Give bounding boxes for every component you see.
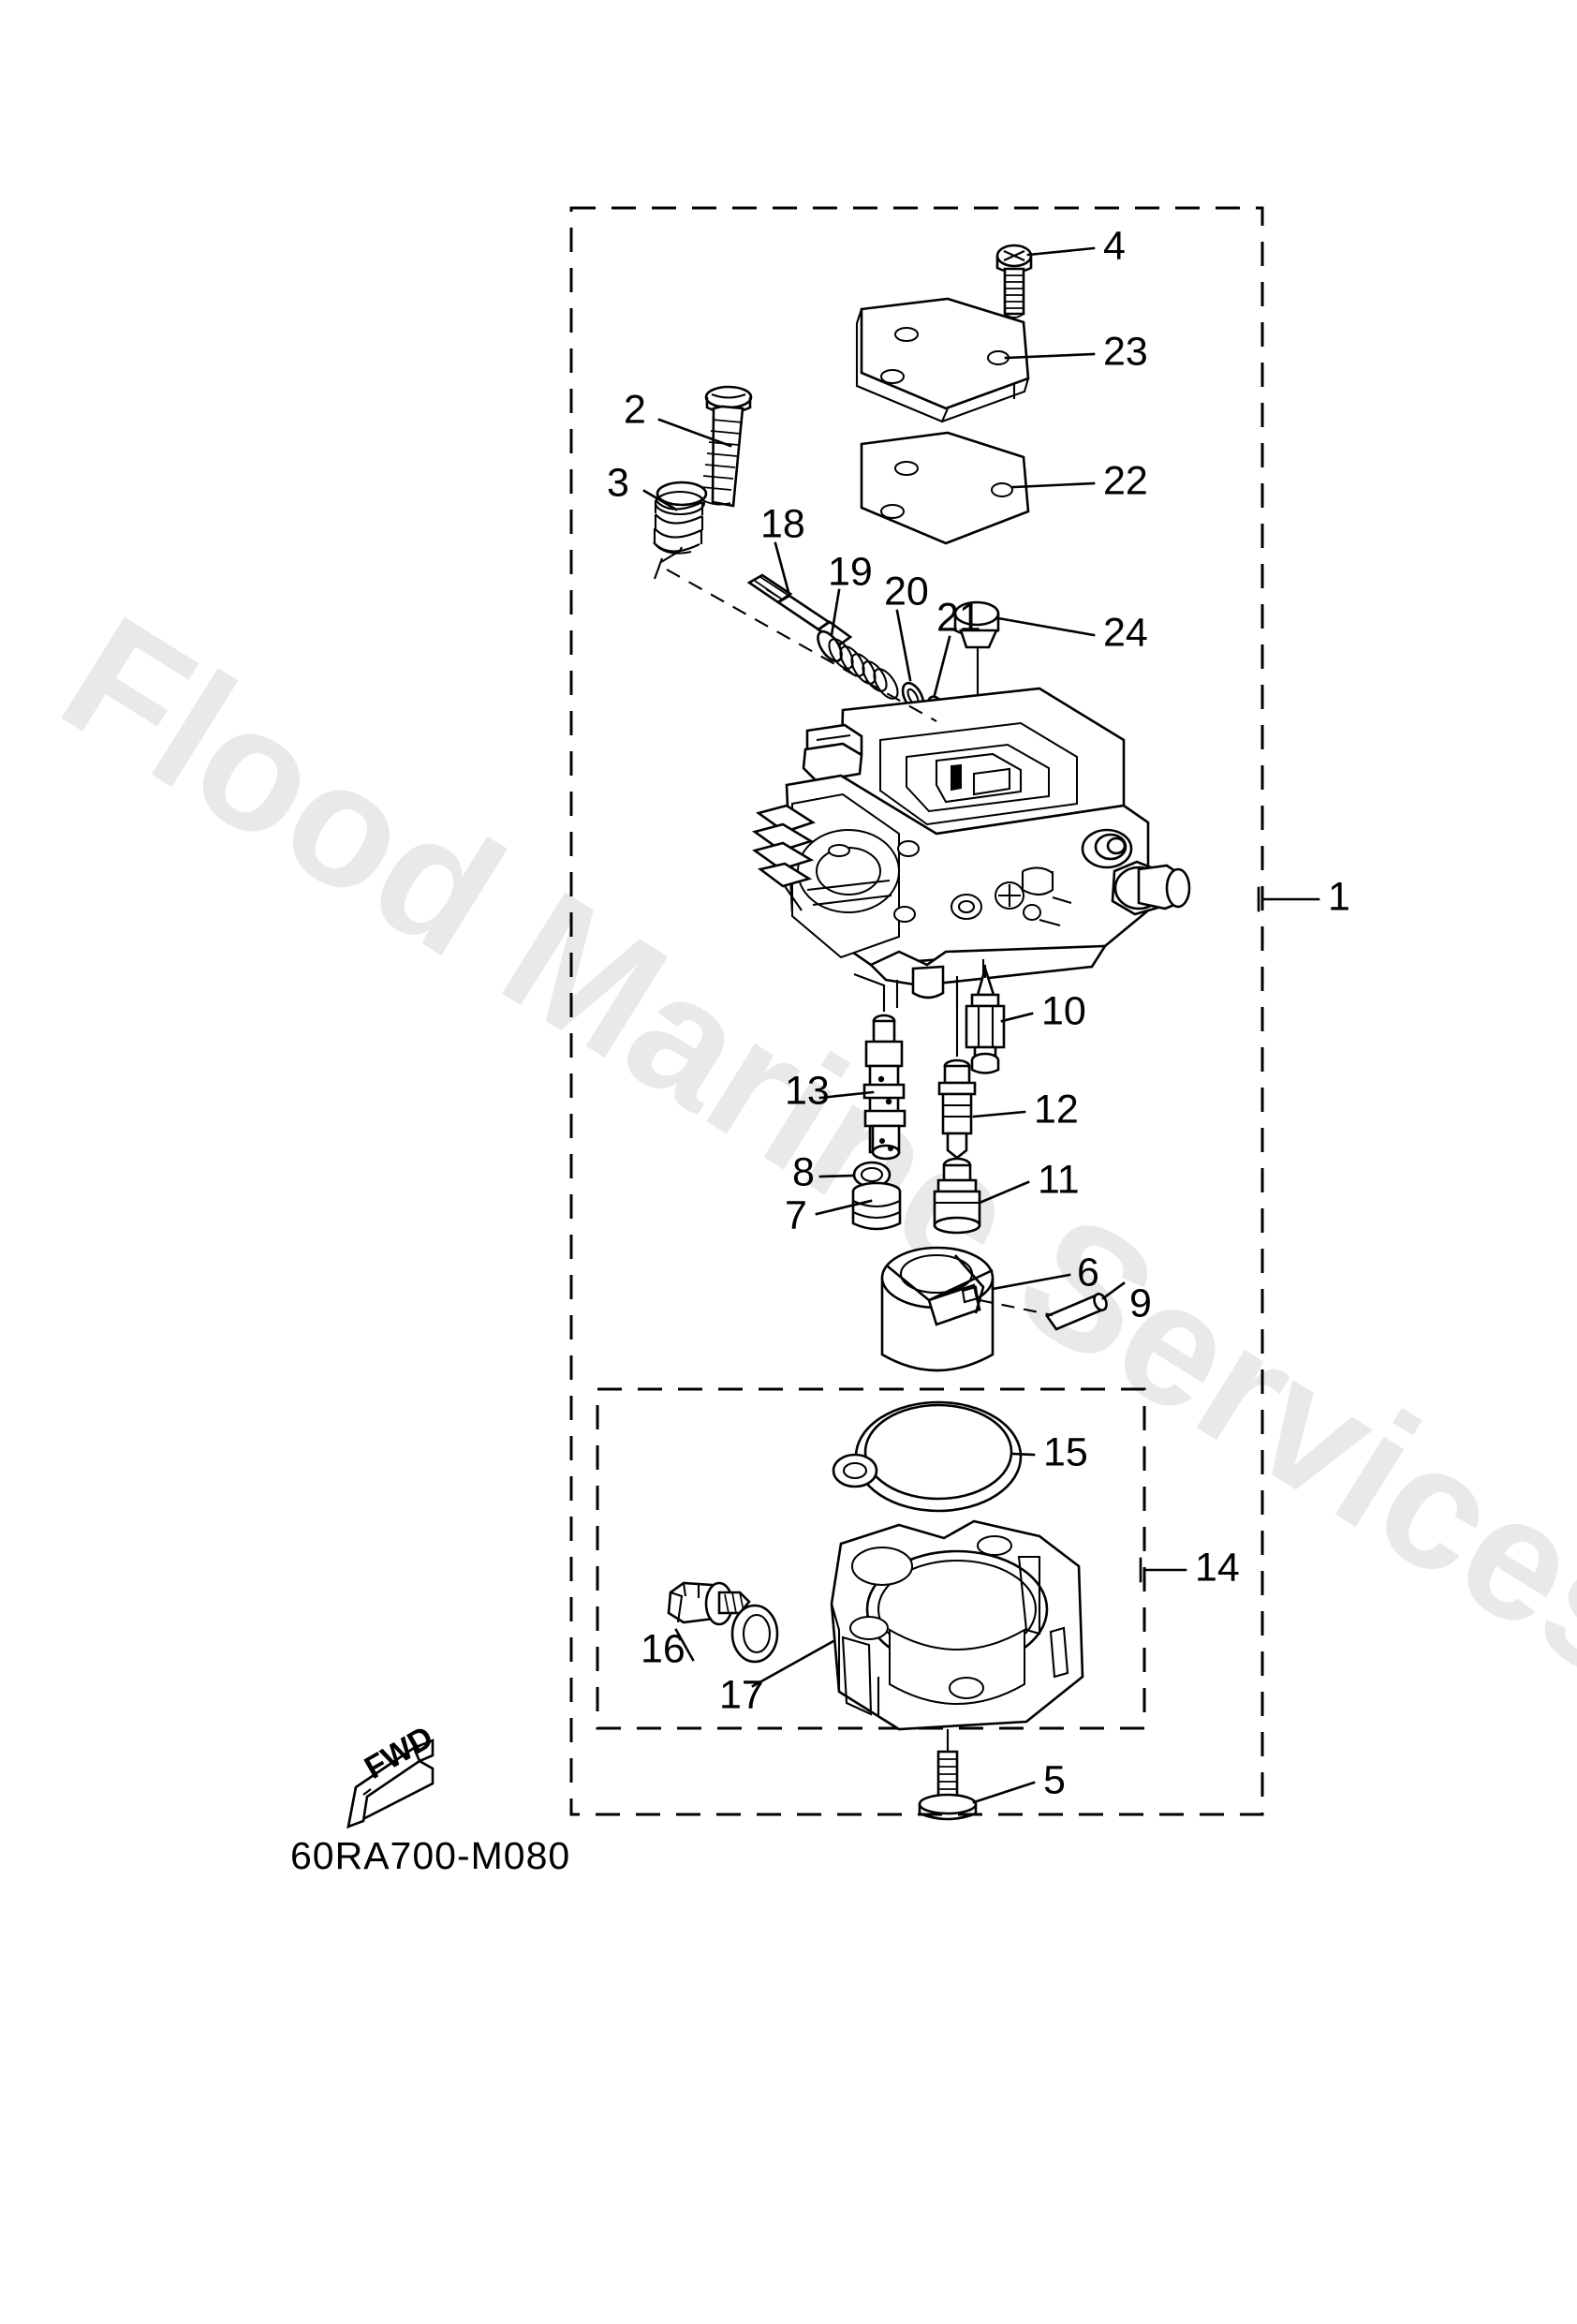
callout-7: 7 bbox=[785, 1192, 807, 1237]
callout-8: 8 bbox=[792, 1149, 815, 1194]
callout-6: 6 bbox=[1077, 1250, 1099, 1295]
callout-11: 11 bbox=[1038, 1157, 1080, 1202]
callout-19: 19 bbox=[828, 549, 873, 594]
callout-17: 17 bbox=[719, 1672, 764, 1717]
part-plug-cap bbox=[953, 600, 1000, 722]
leader-lines bbox=[642, 246, 1320, 1804]
part-main-jet bbox=[933, 1157, 981, 1235]
callout-14: 14 bbox=[1195, 1545, 1240, 1590]
fwd-orientation-marker: FWD bbox=[346, 1719, 439, 1829]
callout-18: 18 bbox=[760, 501, 805, 546]
callout-1: 1 bbox=[1328, 874, 1350, 919]
callout-labels: 4 23 22 2 3 18 19 20 21 24 1 10 13 12 8 … bbox=[607, 223, 1350, 1802]
part-pilot-jet bbox=[937, 1058, 977, 1160]
callout-23: 23 bbox=[1103, 329, 1148, 374]
part-o-ring-float-chamber bbox=[832, 1400, 1023, 1513]
callout-13: 13 bbox=[785, 1068, 830, 1113]
callout-12: 12 bbox=[1034, 1087, 1079, 1132]
part-screw-pump-cover bbox=[995, 244, 1033, 399]
callout-15: 15 bbox=[1043, 1429, 1088, 1474]
part-float-chamber-body bbox=[830, 1519, 1084, 1763]
part-pilot-screw bbox=[746, 573, 853, 646]
part-main-nozzle bbox=[862, 1014, 906, 1161]
outer-assembly-boundary bbox=[569, 206, 1264, 1816]
part-drain-screw bbox=[667, 1581, 751, 1626]
part-spring-mixture-screw bbox=[653, 481, 708, 580]
part-spring-pilot-screw bbox=[817, 629, 899, 700]
callout-10: 10 bbox=[1041, 988, 1086, 1033]
callout-5: 5 bbox=[1043, 1757, 1066, 1802]
callout-24: 24 bbox=[1103, 610, 1148, 655]
part-needle-valve bbox=[965, 964, 1006, 1074]
callout-9: 9 bbox=[1129, 1280, 1152, 1325]
part-pump-diaphragm-gasket bbox=[860, 431, 1030, 545]
part-carburetor-body bbox=[751, 687, 1191, 1008]
part-plug-main-nozzle bbox=[851, 1181, 902, 1231]
callout-4: 4 bbox=[1103, 223, 1126, 268]
callout-20: 20 bbox=[884, 569, 929, 614]
part-screw-mixture bbox=[699, 385, 753, 508]
callout-22: 22 bbox=[1103, 458, 1148, 503]
callout-2: 2 bbox=[624, 387, 646, 432]
part-pump-cover-plate bbox=[855, 297, 1030, 423]
callout-3: 3 bbox=[607, 460, 629, 505]
figure-code: 60RA700-M080 bbox=[290, 1834, 570, 1877]
callout-16: 16 bbox=[641, 1626, 685, 1671]
part-o-ring-main-nozzle bbox=[852, 1161, 892, 1189]
part-float bbox=[880, 1246, 995, 1372]
part-gasket-drain-screw bbox=[730, 1604, 779, 1664]
callout-21: 21 bbox=[936, 595, 981, 640]
part-screw-float-chamber bbox=[918, 1750, 978, 1821]
